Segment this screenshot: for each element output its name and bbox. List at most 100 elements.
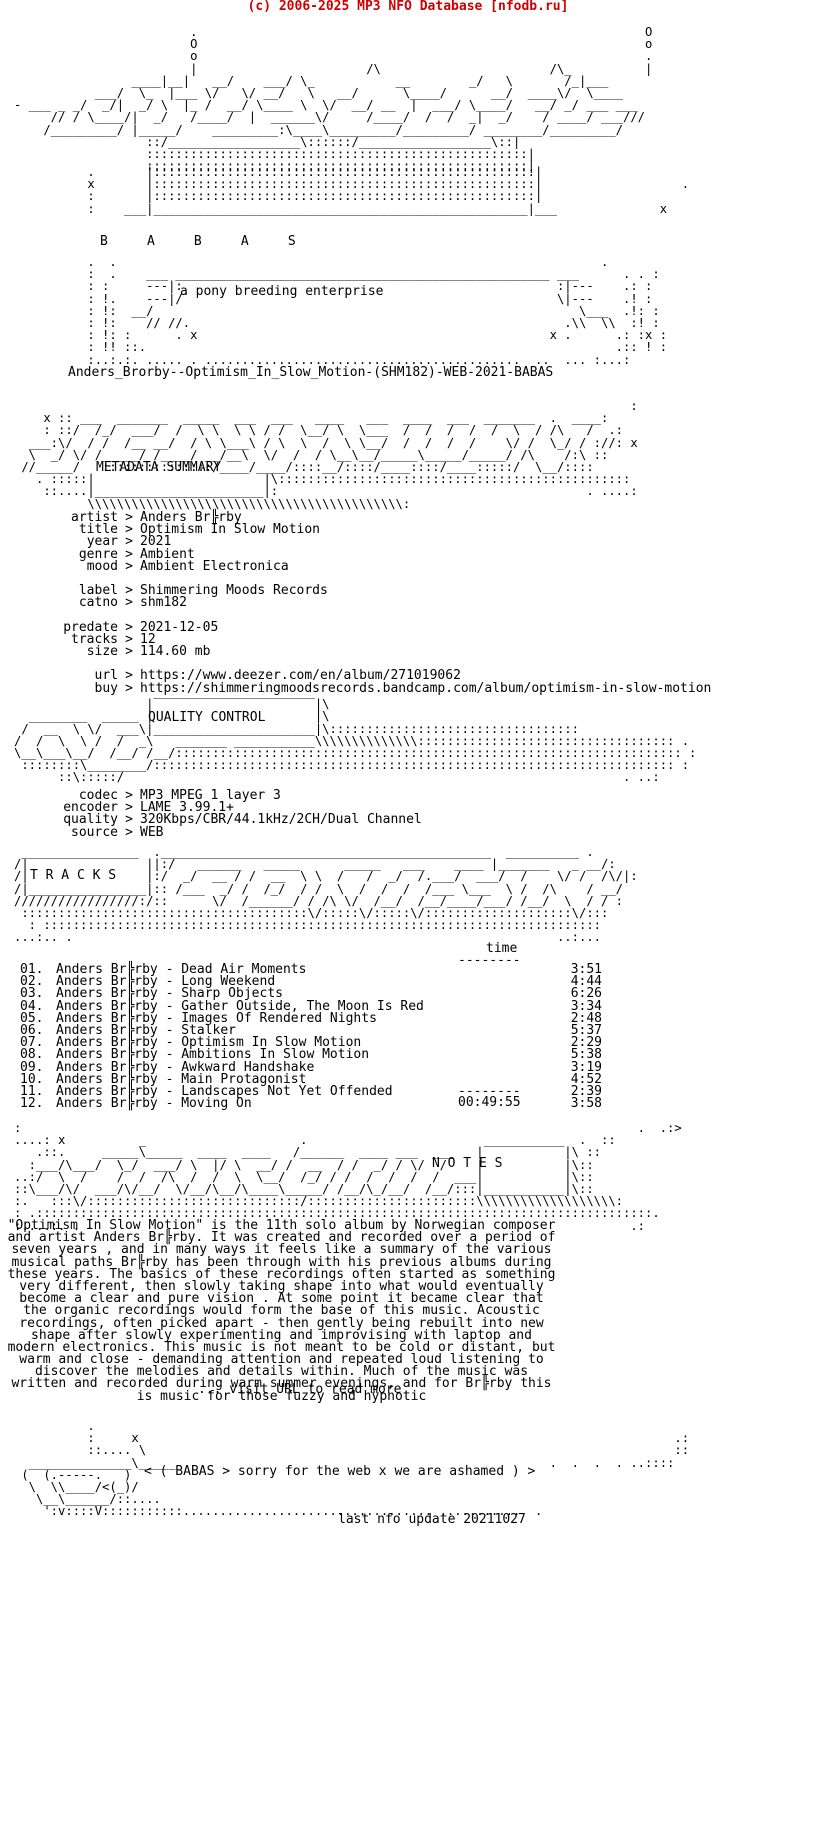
track-title: Anders Br╠rby - Stalker	[56, 1022, 237, 1038]
quality-section-art: ______________________ | |\ ________ ___…	[14, 685, 697, 785]
banner-tagline: a pony breeding enterprise	[180, 284, 384, 299]
metadata-value: Anders Br╠rby	[140, 510, 242, 525]
metadata-key: artist	[71, 510, 118, 525]
quality-separator: >	[125, 800, 133, 816]
site-header: (c) 2006-2025 MP3 NFO Database [nfodb.ru…	[247, 0, 569, 14]
track-number: 12.	[20, 1096, 44, 1112]
notes-section-art: : . .:> ....: x _ . ___________ . :: .::…	[14, 1121, 682, 1233]
track-row: 07.Anders Br╠rby - Optimism In Slow Moti…	[20, 1035, 602, 1051]
track-title: Anders Br╠rby - Awkward Handshake	[56, 1059, 315, 1075]
tracks-section-title: T R A C K S	[30, 868, 117, 883]
notes-section-title: N O T E S	[432, 1156, 503, 1171]
metadata-key: title	[78, 522, 118, 538]
metadata-key: label	[78, 583, 118, 599]
track-title: Anders Br╠rby - Dead Air Moments	[56, 962, 307, 977]
metadata-row: title > Optimism In Slow Motion	[0, 522, 711, 538]
metadata-value: https://shimmeringmoodsrecords.bandcamp.…	[140, 680, 712, 696]
tracks-total-rule: --------	[458, 1084, 521, 1099]
metadata-key: url	[94, 668, 118, 684]
metadata-row: url>https://www.deezer.com/en/album/2710…	[0, 668, 711, 684]
track-title: Anders Br╠rby - Main Protagonist	[56, 1071, 307, 1087]
track-number: 03.	[20, 986, 44, 1002]
metadata-row: tracks >12	[0, 631, 711, 647]
notes-line: is music for those fuzzy and hypnotic	[136, 1388, 427, 1404]
track-row: 05.Anders Br╠rby - Images Of Rendered Ni…	[20, 1010, 602, 1026]
metadata-row: artist > Anders Br╠rby	[0, 510, 711, 525]
metadata-value: shm182	[140, 595, 187, 611]
metadata-row: label > Shimmering Moods Records	[0, 583, 711, 599]
notes-line: recordings, often picked apart - then ge…	[19, 1315, 544, 1331]
quality-key: source	[71, 824, 118, 840]
metadata-row: genre>Ambient	[0, 546, 711, 562]
track-number: 04.	[20, 998, 44, 1014]
metadata-key: buy	[94, 680, 118, 696]
metadata-value: 2021-12-05	[140, 619, 219, 635]
metadata-value: 2021	[140, 534, 172, 550]
notes-line: and artist Anders Br╠rby. It was created…	[7, 1230, 556, 1246]
notes-line: become a clear and pure vision . At some…	[19, 1291, 544, 1307]
metadata-separator: >	[125, 631, 133, 647]
banner-frame-art: . . . : . ___ __________________________…	[87, 255, 668, 367]
metadata-separator: >	[125, 680, 133, 696]
metadata-key: predate	[63, 619, 118, 635]
track-time: 4:44	[570, 974, 602, 990]
track-number: 08.	[20, 1047, 44, 1063]
metadata-value: Optimism In Slow Motion	[140, 522, 321, 538]
track-row: 11.Anders Br╠rby - Landscapes Not Yet Of…	[20, 1083, 602, 1099]
metadata-value: 12	[140, 631, 156, 647]
track-time: 3:51	[570, 962, 602, 977]
metadata-separator: >	[125, 510, 133, 525]
metadata-value: Ambient Electronica	[140, 558, 289, 574]
metadata-separator: >	[125, 619, 133, 635]
banner-letters: B A B A S	[100, 234, 296, 249]
track-title: Anders Br╠rby - Images Of Rendered Night…	[56, 1010, 377, 1026]
metadata-key: tracks	[71, 631, 118, 647]
quality-section-title: QUALITY CONTROL	[148, 710, 266, 725]
quality-value: LAME 3.99.1+	[140, 800, 234, 816]
logo-base-art: . |:::::::::::::::::::::::::::::::::::::…	[87, 165, 690, 216]
metadata-row: size>114.60 mb	[0, 645, 711, 658]
notes-line: shape after slowly experimenting and imp…	[31, 1327, 532, 1343]
track-time: 3:19	[570, 1059, 602, 1075]
metadata-key: mood	[86, 558, 118, 574]
quality-separator: >	[125, 812, 133, 828]
notes-body: "Optimism In Slow Motion" is the 11th so…	[0, 1219, 563, 1404]
metadata-value: Shimmering Moods Records	[140, 583, 328, 599]
track-time: 6:26	[570, 986, 602, 1002]
tracks-time-header: time	[486, 941, 518, 956]
quality-value: WEB	[140, 824, 164, 840]
notes-line: warm and close - demanding attention and…	[19, 1352, 544, 1368]
metadata-separator: >	[125, 546, 133, 562]
metadata-separator: >	[125, 522, 133, 538]
track-time: 5:38	[570, 1047, 602, 1063]
quality-value: MP3 MPEG 1 layer 3	[140, 788, 281, 803]
quality-row: source > WEB	[0, 824, 422, 840]
track-time: 2:29	[570, 1035, 602, 1051]
metadata-key: genre	[78, 546, 118, 562]
notes-line: musical paths Br╠rby has been through wi…	[11, 1254, 552, 1270]
metadata-separator: >	[125, 558, 133, 574]
track-row: 09. Anders Br╠rby - Awkward Handshake 3:19	[20, 1059, 602, 1075]
track-number: 06.	[20, 1022, 44, 1038]
quality-row: quality>320Kbps/CBR/44.1kHz/2CH/Dual Cha…	[0, 812, 422, 828]
track-time: 2:39	[570, 1083, 602, 1099]
quality-separator: >	[125, 824, 133, 840]
visit-url-text: ... visit URL to read more	[198, 1382, 402, 1397]
quality-key: encoder	[63, 800, 118, 816]
track-title: Anders Br╠rby - Sharp Objects	[56, 986, 283, 1002]
track-time: 3:34	[570, 998, 602, 1014]
quality-value: 320Kbps/CBR/44.1kHz/2CH/Dual Channel	[140, 812, 422, 828]
tracks-section-art: ________________ .______________________…	[14, 845, 638, 945]
track-row: 03. Anders Br╠rby - Sharp Objects 6:26	[20, 986, 602, 1002]
track-title: Anders Br╠rby - Gather Outside, The Moon…	[56, 998, 424, 1014]
metadata-separator: >	[125, 583, 133, 599]
track-number: 09.	[20, 1059, 44, 1075]
metadata-separator: >	[125, 534, 133, 550]
quality-row: codec>MP3 MPEG 1 layer 3	[0, 788, 422, 803]
track-number: 10.	[20, 1071, 44, 1087]
